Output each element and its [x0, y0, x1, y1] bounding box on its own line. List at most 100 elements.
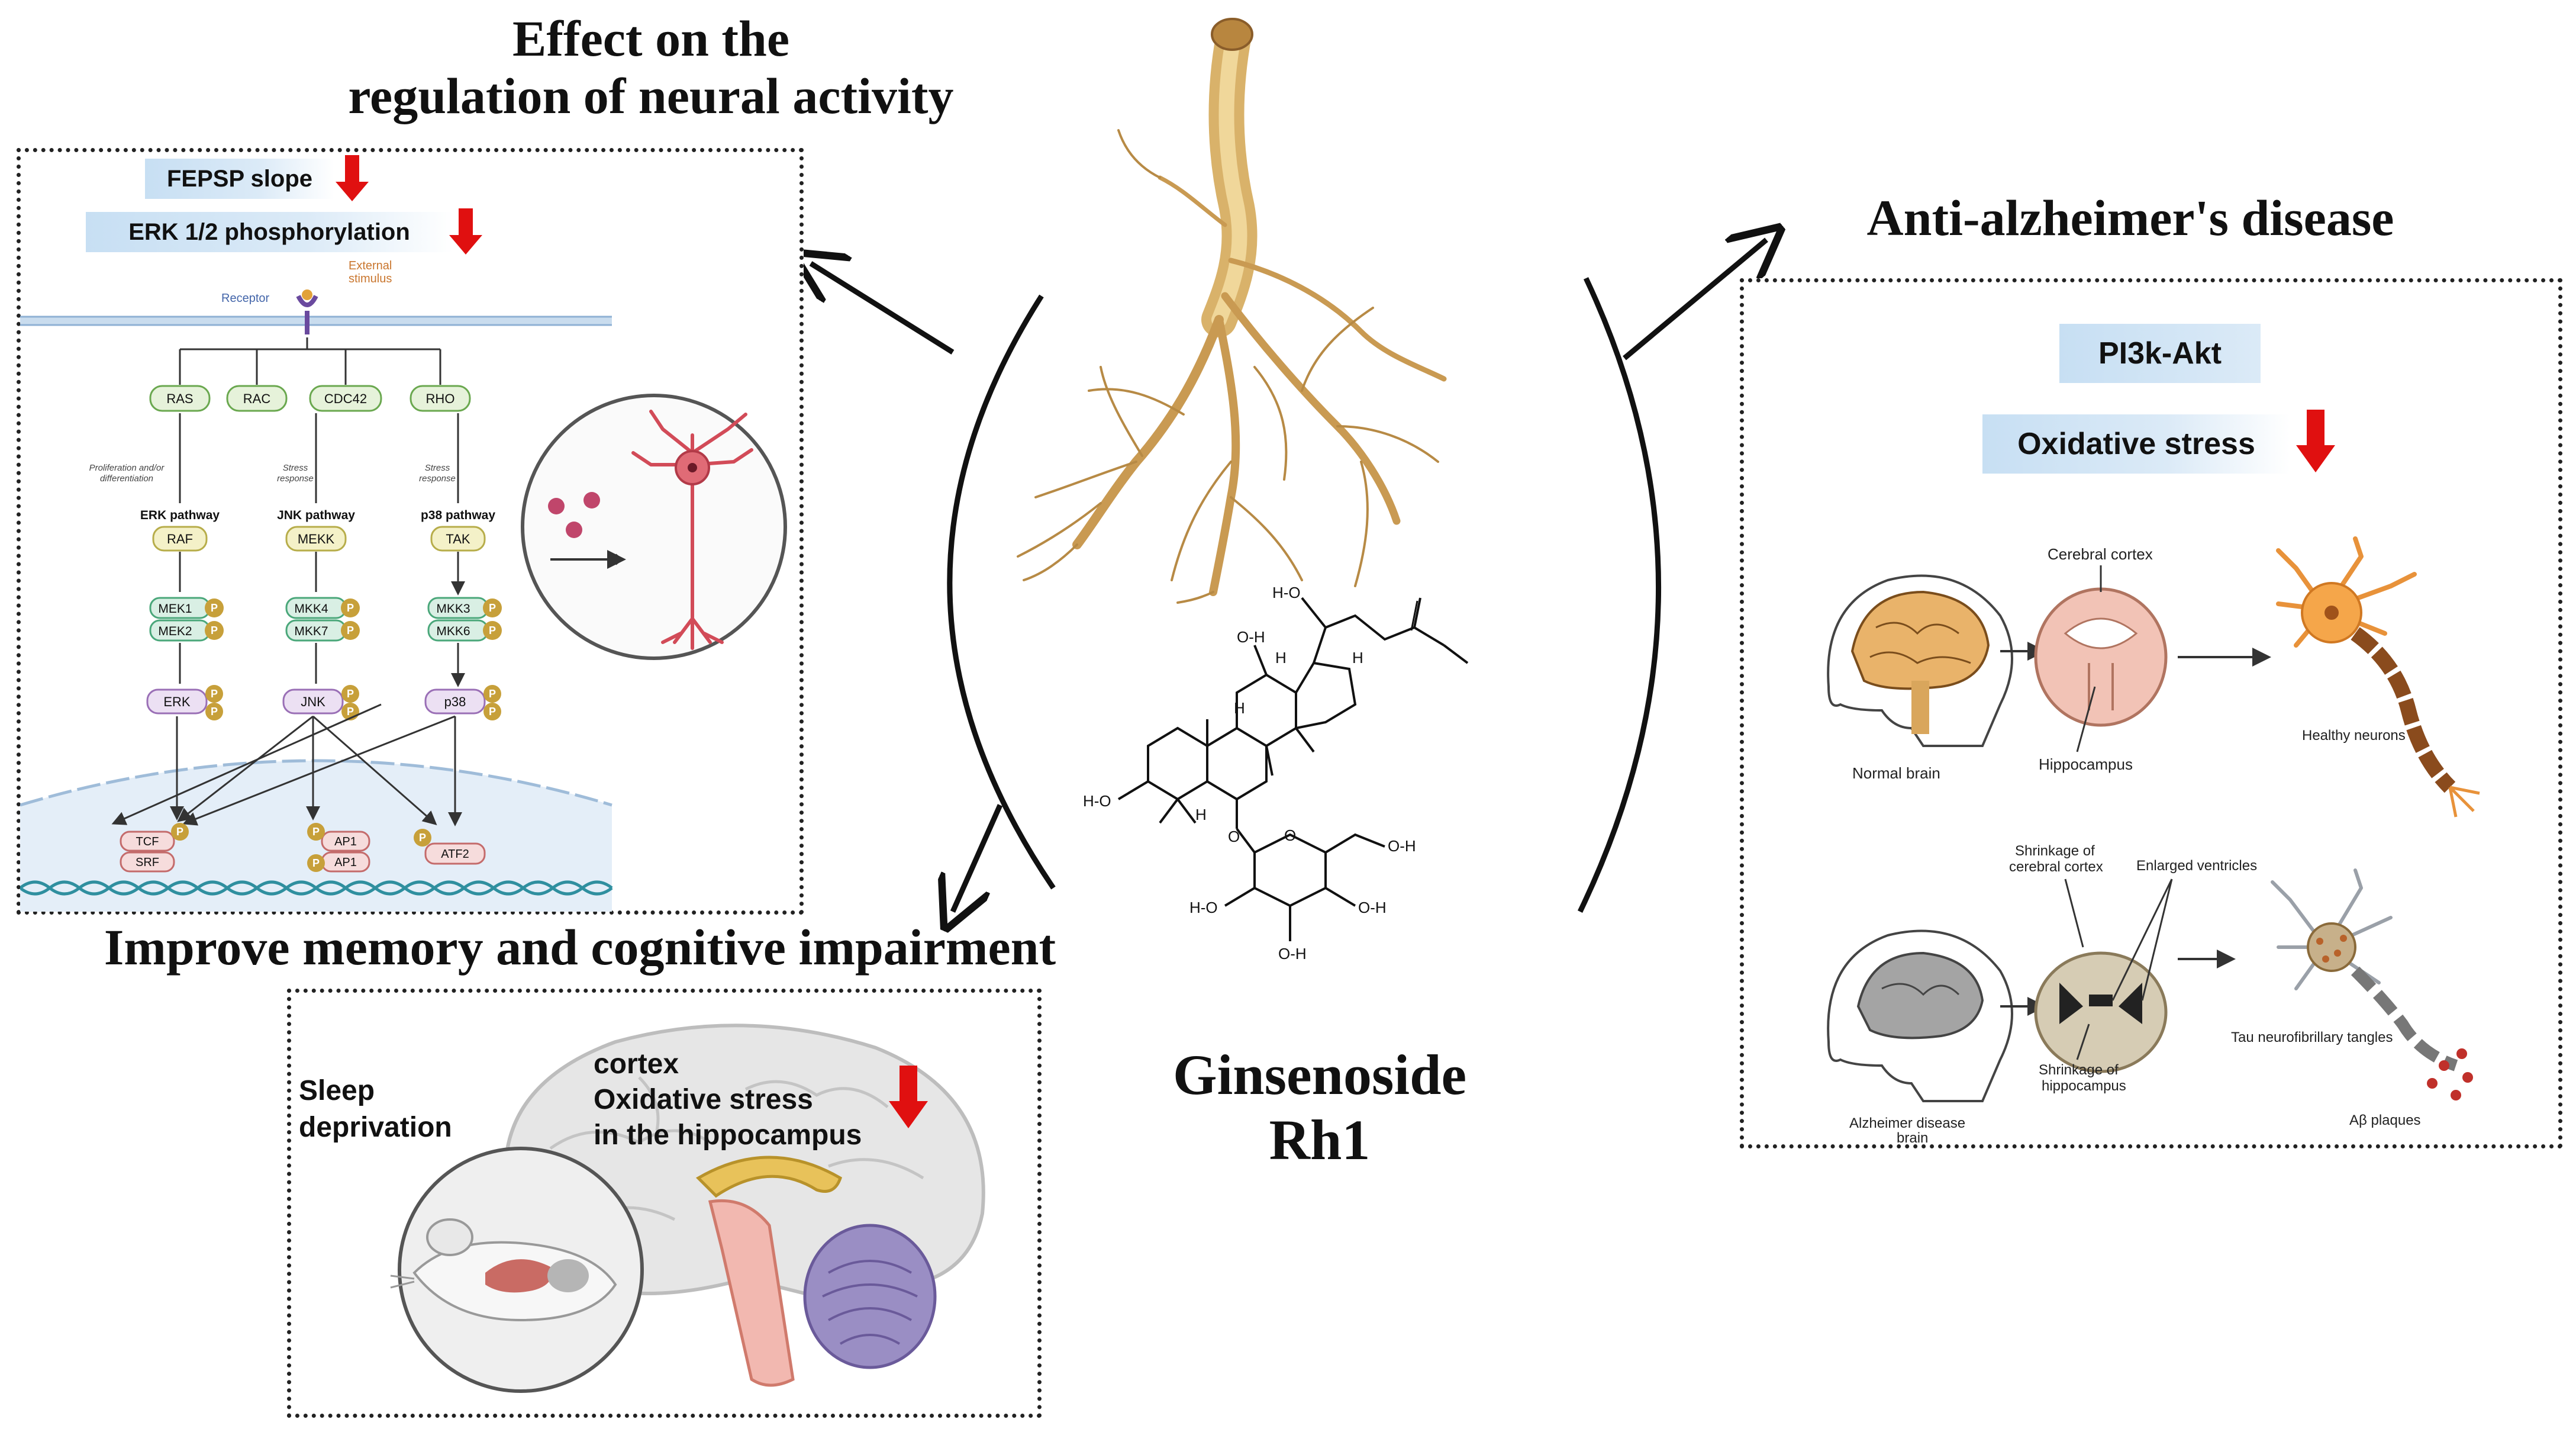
- p-badge-3: P: [347, 602, 354, 614]
- fepsp-label: FEPSP slope: [145, 159, 334, 199]
- arrow-neural: [811, 263, 955, 355]
- heading-alz: Anti-alzheimer's disease: [1866, 189, 2394, 246]
- mol-h4: H: [1195, 806, 1207, 823]
- arrow-memory: [953, 804, 1003, 912]
- arrow-alz: [1623, 240, 1766, 361]
- p-badge-7: P: [211, 688, 218, 700]
- p-badge-1: P: [211, 602, 218, 614]
- mapk-pathway-diagram: Receptor External stimulus RAS RAC CDC42…: [20, 259, 613, 912]
- note-jnk-1: Stress: [283, 463, 308, 473]
- compound-name-line2: Rh1: [1269, 1108, 1371, 1172]
- sleep-label-2: deprivation: [299, 1112, 452, 1143]
- neuron-inset: [521, 394, 787, 660]
- enlarged-ventricles-label: Enlarged ventricles: [2136, 858, 2257, 874]
- p-badge-8: P: [211, 706, 218, 717]
- p-badge-9: P: [347, 688, 354, 700]
- pathway-erk: ERK pathway: [140, 509, 220, 522]
- hippocampus-label: Hippocampus: [2039, 755, 2133, 773]
- healthy-neurons-label: Healthy neurons: [2302, 728, 2406, 744]
- normal-brain-label: Normal brain: [1852, 764, 1940, 782]
- mol-oh-bottom: O-H: [1278, 945, 1307, 963]
- p-badge-12: P: [489, 706, 496, 717]
- mol-h1: H: [1234, 699, 1245, 717]
- kinase-tak: TAK: [446, 532, 470, 546]
- pathway-jnk: JNK pathway: [277, 509, 355, 522]
- kinase-mkk4: MKK4: [294, 602, 328, 616]
- mol-ho-sugar: H-O: [1189, 899, 1218, 916]
- kinase-mekk: MEKK: [298, 532, 335, 546]
- plaques-label: Aβ plaques: [2349, 1112, 2421, 1128]
- tf-ap1-b: AP1: [334, 856, 357, 869]
- compound-name-line1: Ginsenoside: [1172, 1043, 1467, 1106]
- shrink-cortex-2: cerebral cortex: [2009, 859, 2103, 875]
- mol-oh-a: O-H: [1237, 628, 1265, 646]
- shrink-hippo-2: hippocampus: [2042, 1078, 2126, 1094]
- ginseng-root-image: [1017, 18, 1447, 604]
- tf-ap1-a: AP1: [334, 835, 357, 848]
- p-badge-10: P: [347, 706, 354, 717]
- tau-label: Tau neurofibrillary tangles: [2231, 1029, 2393, 1045]
- note-erk-2: differentiation: [100, 474, 153, 484]
- cerebral-cortex-label: Cerebral cortex: [2048, 545, 2153, 563]
- p-badge-14: P: [312, 826, 320, 838]
- ad-brain-label-2: brain: [1897, 1130, 1928, 1143]
- tf-atf2: ATF2: [441, 848, 469, 861]
- external-stimulus-2: stimulus: [349, 272, 392, 285]
- mol-ho-top: H-O: [1272, 586, 1301, 601]
- p-badge-13: P: [176, 826, 183, 838]
- p-badge-5: P: [489, 602, 496, 614]
- sleep-label-1: Sleep: [299, 1075, 375, 1106]
- heading-neural-line2: regulation of neural activity: [348, 67, 954, 124]
- p-badge-4: P: [347, 625, 354, 636]
- mol-o-ring: O: [1284, 826, 1296, 844]
- alz-brain-diagram: Normal brain Cerebral cortex Hippocampus…: [1827, 536, 2480, 1143]
- pi3k-akt-label: PI3k-Akt: [2059, 324, 2261, 383]
- kinase-mkk6: MKK6: [436, 625, 470, 638]
- right-arc: [1577, 277, 1661, 913]
- kinase-raf: RAF: [167, 532, 193, 546]
- kinase-mek2: MEK2: [158, 625, 192, 638]
- tf-tcf: TCF: [136, 835, 159, 848]
- p-badge-11: P: [489, 688, 496, 700]
- ox-label-2: in the hippocampus: [594, 1119, 862, 1151]
- shrink-hippo-1: Shrinkage of: [2039, 1062, 2119, 1078]
- receptor-label: Receptor: [221, 292, 269, 305]
- ox-label-1: Oxidative stress: [594, 1084, 813, 1115]
- mapk-p38: p38: [444, 694, 466, 709]
- down-arrow-erk: [449, 208, 482, 255]
- tf-srf: SRF: [136, 856, 159, 869]
- note-jnk-2: response: [277, 474, 314, 484]
- mol-oh-sugar2: O-H: [1358, 899, 1387, 916]
- mol-ho-left: H-O: [1083, 792, 1111, 810]
- mouse-inset: [390, 1147, 644, 1393]
- down-arrow-alz: [2296, 410, 2335, 472]
- down-arrow-fepsp: [336, 155, 369, 201]
- gtpase-rac: RAC: [243, 391, 271, 406]
- kinase-mek1: MEK1: [158, 602, 192, 616]
- p-badge-6: P: [489, 625, 496, 636]
- down-arrow-memory: [889, 1066, 928, 1128]
- ginsenoside-structure: H-O O-H H-O O O O-H O-H H-O O-H H H H H: [1083, 586, 1469, 963]
- p-badge-2: P: [211, 625, 218, 636]
- gtpase-ras: RAS: [166, 391, 193, 406]
- p-badge-15: P: [312, 857, 320, 869]
- kinase-mkk3: MKK3: [436, 602, 470, 616]
- mapk-erk: ERK: [163, 694, 191, 709]
- left-arc: [947, 294, 1056, 890]
- mol-h2: H: [1275, 649, 1287, 667]
- kinase-mkk7: MKK7: [294, 625, 328, 638]
- mol-oh-sugar1: O-H: [1388, 837, 1416, 855]
- pathway-p38: p38 pathway: [421, 509, 495, 522]
- gtpase-cdc42: CDC42: [324, 391, 367, 406]
- external-stimulus-1: External: [349, 259, 392, 272]
- mapk-jnk: JNK: [301, 694, 325, 709]
- heading-memory: Improve memory and cognitive impairment: [104, 919, 1056, 976]
- cortex-label: cortex: [594, 1048, 679, 1080]
- erk-label: ERK 1/2 phosphorylation: [86, 212, 453, 252]
- oxidative-stress-label-alz: Oxidative stress: [1982, 414, 2290, 474]
- mol-o-link: O: [1228, 828, 1240, 845]
- ad-brain-label-1: Alzheimer disease: [1849, 1115, 1965, 1131]
- gtpase-rho: RHO: [426, 391, 455, 406]
- mol-h3: H: [1352, 649, 1363, 667]
